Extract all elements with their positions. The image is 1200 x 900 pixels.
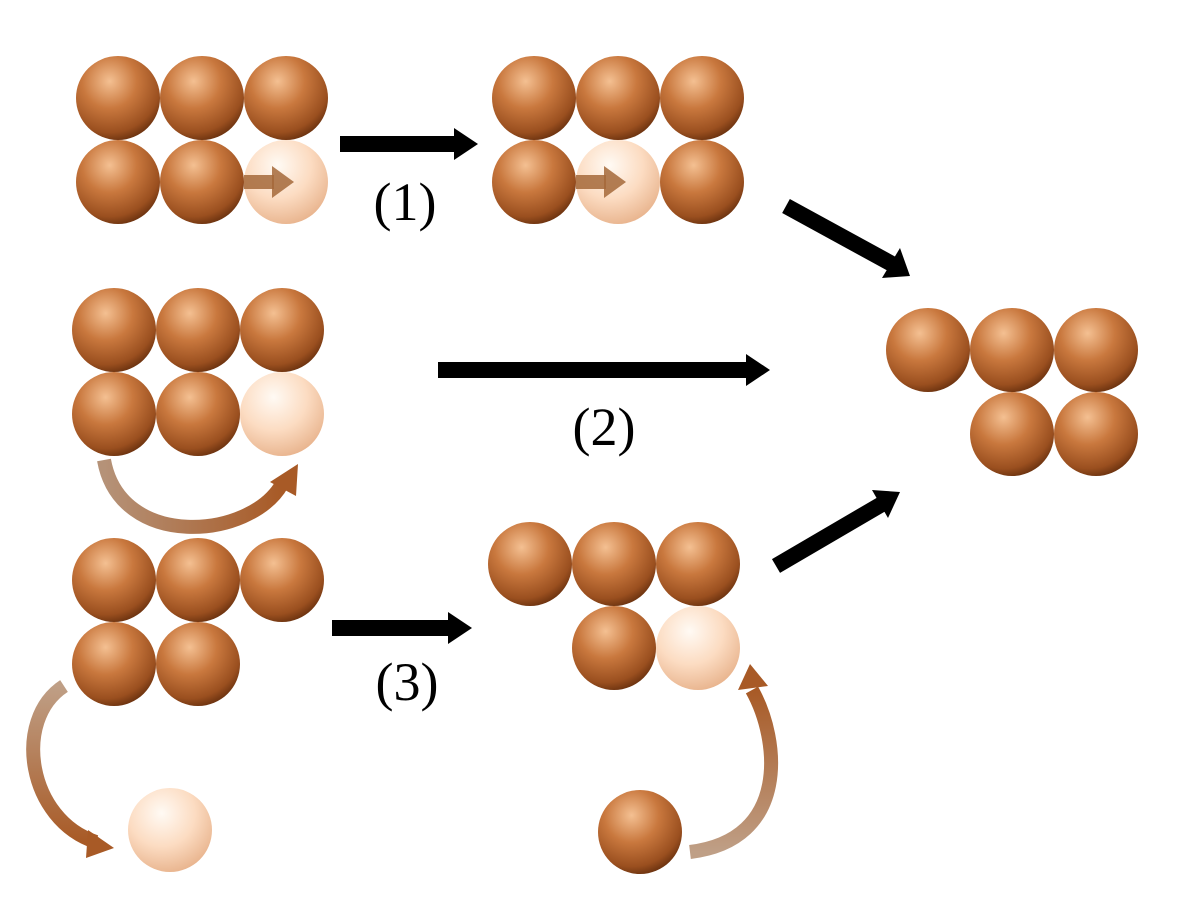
pathway-3-arrow — [332, 612, 472, 644]
atom-insertion-arrow — [689, 664, 779, 859]
atom — [656, 522, 740, 606]
atom — [488, 522, 572, 606]
atom — [240, 538, 324, 622]
atom — [160, 140, 244, 224]
vacancy-site — [656, 606, 740, 690]
atom — [660, 140, 744, 224]
detached-vacancy — [128, 788, 212, 872]
atom — [492, 140, 576, 224]
hop-arrow — [576, 166, 626, 198]
atom — [576, 56, 660, 140]
incoming-atom — [598, 790, 682, 874]
atom — [572, 606, 656, 690]
pathway-1-initial-cluster — [76, 56, 328, 224]
pathway-1-to-final-arrow — [782, 198, 910, 278]
atom — [72, 288, 156, 372]
atom — [572, 522, 656, 606]
atom — [72, 538, 156, 622]
pathway-3-initial-cluster — [72, 538, 324, 706]
pathway-1-intermediate-cluster — [492, 56, 744, 224]
atom — [660, 56, 744, 140]
atom — [240, 288, 324, 372]
pathway-3-intermediate-cluster — [488, 522, 740, 690]
atom — [886, 308, 970, 392]
pathway-2-arrow — [438, 354, 770, 386]
atom — [970, 392, 1054, 476]
pathway-1-arrow — [340, 128, 478, 160]
atom — [1054, 392, 1138, 476]
atom — [156, 288, 240, 372]
atom — [72, 372, 156, 456]
pathway-2-initial-cluster — [72, 288, 324, 456]
final-cluster — [886, 308, 1138, 476]
atom — [244, 56, 328, 140]
atom — [1054, 308, 1138, 392]
atom — [156, 538, 240, 622]
pathway-3-label: (3) — [376, 652, 439, 712]
pathway-2-label: (2) — [573, 397, 636, 457]
atom — [76, 56, 160, 140]
atom — [160, 56, 244, 140]
atom — [76, 140, 160, 224]
pathway-1-label: (1) — [374, 172, 437, 232]
atom — [72, 622, 156, 706]
atom — [156, 372, 240, 456]
long-jump-arrow — [97, 458, 298, 534]
atom — [156, 622, 240, 706]
atom-removal-arrow — [26, 680, 114, 858]
atom — [492, 56, 576, 140]
pathway-3-to-final-arrow — [771, 490, 900, 573]
hop-arrow — [244, 166, 294, 198]
vacancy-site — [240, 372, 324, 456]
atom — [970, 308, 1054, 392]
